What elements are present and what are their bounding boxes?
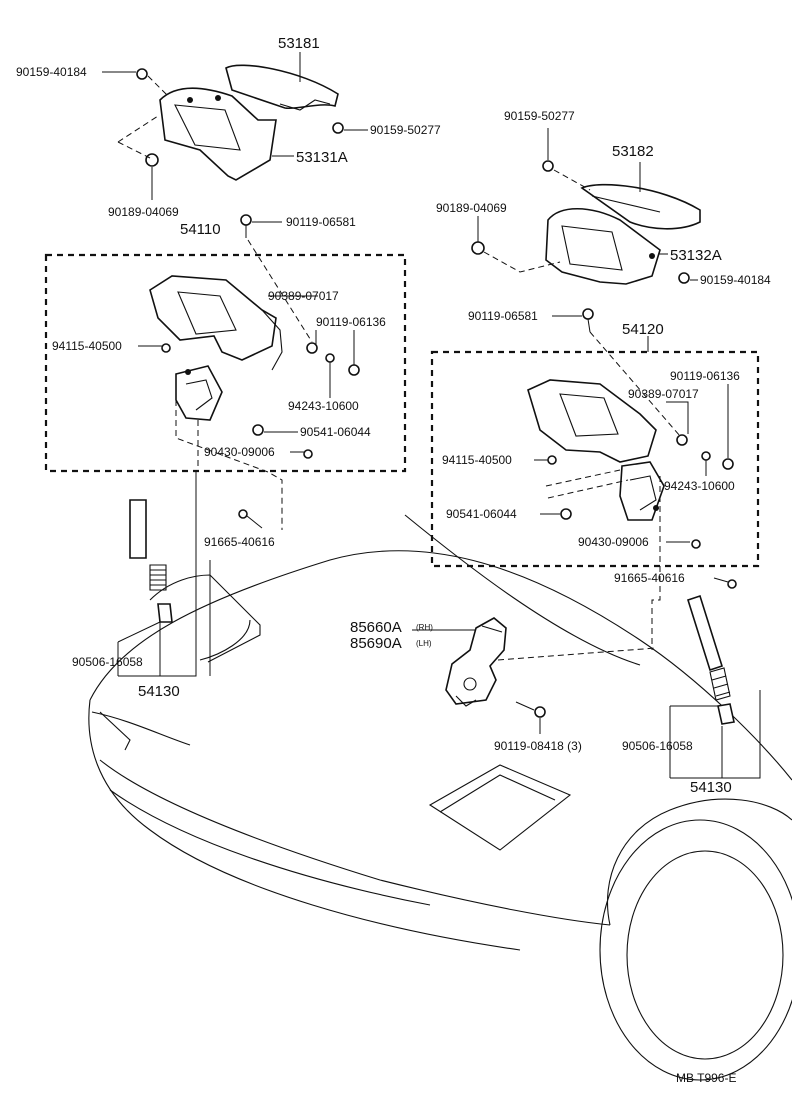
label-85660A-side: (RH) [416, 623, 433, 632]
nut-90189-04069-right [471, 241, 485, 255]
label-54130-left: 54130 [138, 683, 180, 700]
label-90159-40184-right: 90159-40184 [700, 273, 771, 287]
left-adjuster-rod [129, 499, 173, 623]
label-90189-04069-left: 90189-04069 [108, 205, 179, 219]
left-lamp-cover-53181 [225, 64, 339, 111]
bolt-90119-06136-left [348, 364, 360, 376]
label-53181: 53181 [278, 35, 320, 52]
label-90430-09006-left: 90430-09006 [204, 445, 275, 459]
nut-90541-06044-left [252, 424, 264, 436]
label-90389-07017-left: 90389-07017 [268, 289, 339, 303]
label-90159-50277-top: 90159-50277 [370, 123, 441, 137]
clip-94115-40500-right [547, 455, 557, 465]
label-91665-40616-right: 91665-40616 [614, 571, 685, 585]
assembly-box-54110 [44, 253, 407, 473]
fastener-90159-40184-right [678, 272, 690, 284]
fastener-90159-40184-top [136, 68, 148, 80]
washer-94243-10600-left [325, 353, 335, 363]
label-90541-06044-left: 90541-06044 [300, 425, 371, 439]
screw-91665-40616-right [713, 577, 737, 589]
label-53132A: 53132A [670, 247, 722, 264]
label-90119-08418: 90119-08418 (3) [494, 739, 582, 753]
label-90159-40184-top: 90159-40184 [16, 65, 87, 79]
label-90119-06581-right: 90119-06581 [468, 309, 538, 323]
right-lamp-housing-53132A [545, 207, 661, 285]
label-53131A: 53131A [296, 149, 348, 166]
nut-90389-07017-right [676, 434, 688, 446]
label-53182: 53182 [612, 143, 654, 160]
screw-91665-40616-left [238, 509, 263, 529]
label-90541-06044-right: 90541-06044 [446, 507, 517, 521]
label-94243-10600-right: 94243-10600 [664, 479, 735, 493]
label-94115-40500-left: 94115-40500 [52, 339, 122, 353]
label-90506-16058-left: 90506-16058 [72, 655, 143, 669]
label-85690A-side: (LH) [416, 639, 432, 648]
left-lamp-housing-53131A [159, 87, 277, 181]
bolt-90119-06581-left [240, 214, 252, 238]
bolt-90119-06581-right [582, 308, 594, 333]
assembly-box-54120 [430, 350, 760, 568]
bolt-90119-06136-right [722, 458, 734, 470]
right-adjuster-rod [687, 594, 735, 725]
clip-94115-40500-left [161, 343, 171, 353]
label-90189-04069-right: 90189-04069 [436, 201, 507, 215]
label-94243-10600-left: 94243-10600 [288, 399, 359, 413]
label-90119-06136-left: 90119-06136 [316, 315, 386, 329]
label-85660A: 85660A [350, 619, 402, 636]
nut-90389-07017-left [306, 342, 318, 354]
clip-90430-09006-left [303, 449, 313, 459]
bolt-90119-08418 [515, 701, 546, 718]
nut-90189-04069-left [145, 153, 159, 167]
clip-90430-09006-right [691, 539, 701, 549]
label-85690A: 85690A [350, 635, 402, 652]
label-90119-06136-right: 90119-06136 [670, 369, 740, 383]
washer-94243-10600-right [701, 451, 711, 461]
label-90159-50277-right: 90159-50277 [504, 109, 575, 123]
label-91665-40616-left: 91665-40616 [204, 535, 275, 549]
label-90506-16058-right: 90506-16058 [622, 739, 693, 753]
label-90389-07017-right: 90389-07017 [628, 387, 699, 401]
label-94115-40500-right: 94115-40500 [442, 453, 512, 467]
headlamp-motor-85660A-85690A [445, 617, 507, 707]
car-body [88, 514, 792, 1081]
label-90119-06581-left: 90119-06581 [286, 215, 356, 229]
fastener-90159-50277-right [542, 160, 554, 172]
label-90430-09006-right: 90430-09006 [578, 535, 649, 549]
diagram-code: MB T996-E [676, 1071, 736, 1085]
label-54110: 54110 [180, 221, 221, 238]
label-54120: 54120 [622, 321, 664, 338]
right-bracket-54120 [527, 379, 665, 521]
right-lamp-cover-53182 [580, 183, 701, 230]
nut-90541-06044-right [560, 508, 572, 520]
left-bracket-54110 [149, 275, 283, 421]
fastener-90159-50277-top [332, 122, 344, 134]
label-54130-right: 54130 [690, 779, 732, 796]
